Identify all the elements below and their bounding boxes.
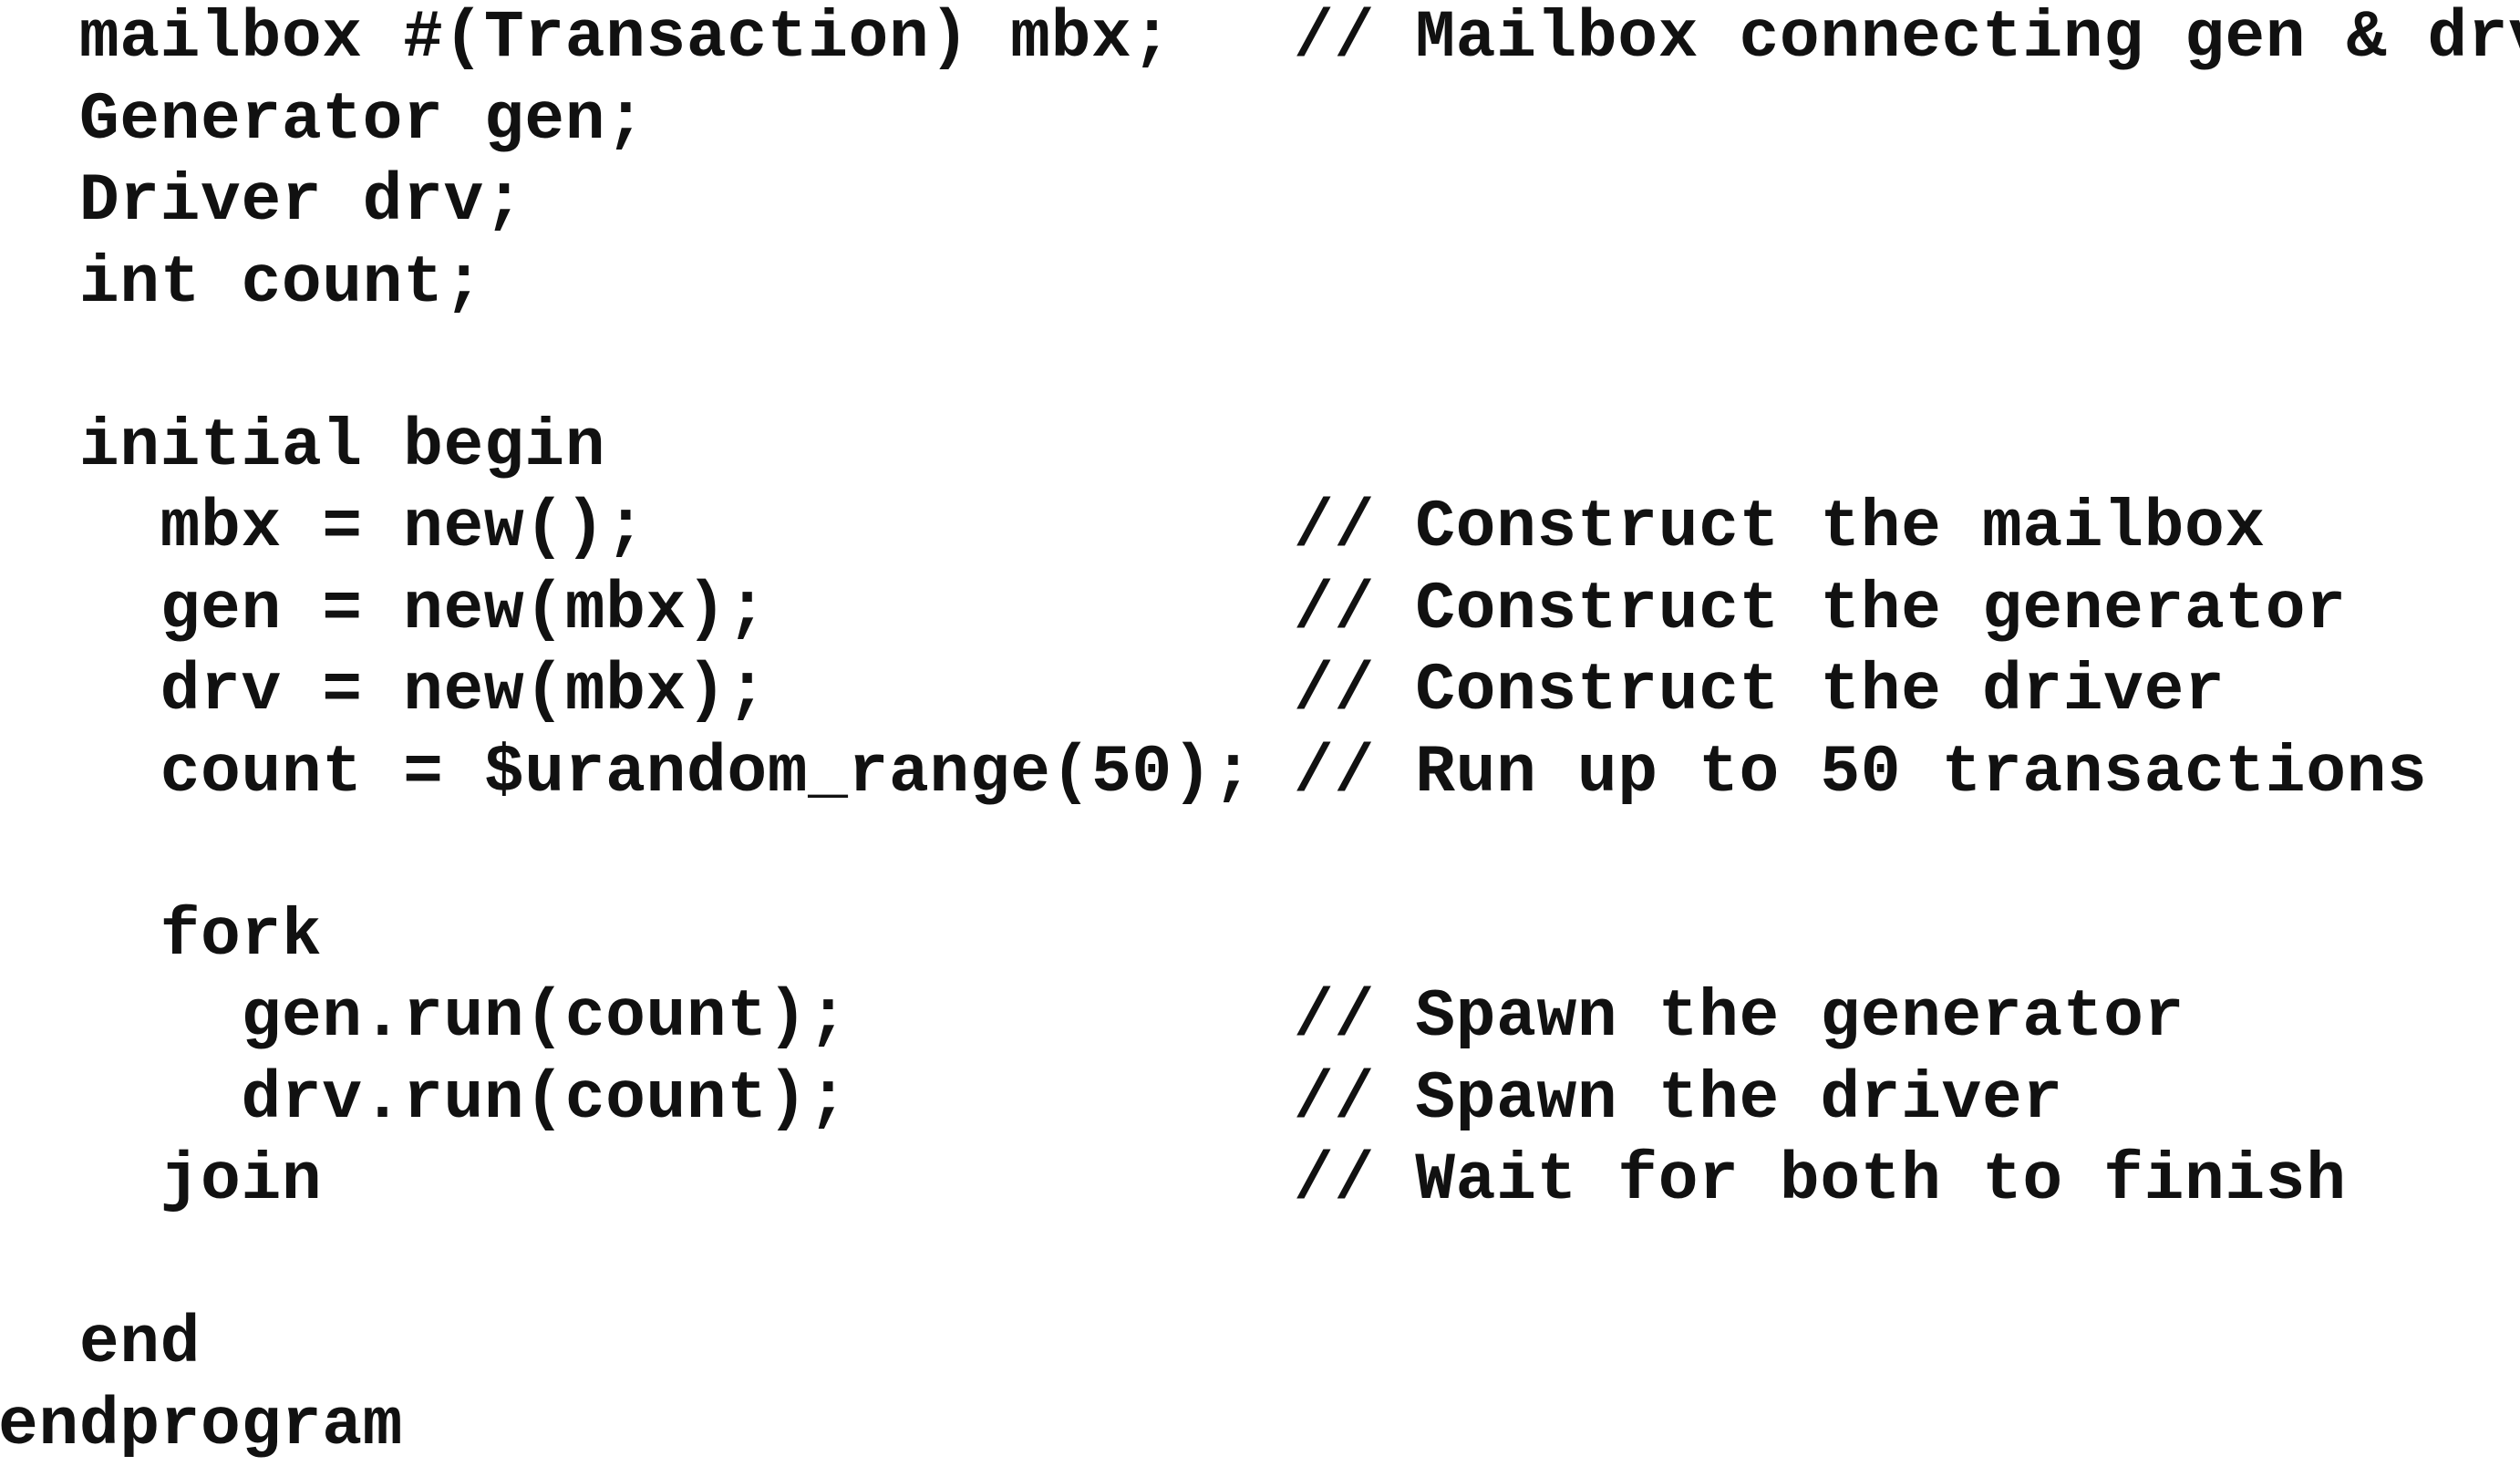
code-comment: // Mailbox connecting gen & drv	[1294, 0, 2520, 76]
code-comment: // Construct the driver	[1294, 653, 2225, 728]
code-line: initial begin	[0, 406, 2520, 488]
code-line: drv.run(count); // Spawn the driver	[0, 1058, 2520, 1141]
code-line: gen.run(count); // Spawn the generator	[0, 976, 2520, 1058]
code-line: Driver drv;	[0, 160, 2520, 243]
code-line: mbx = new(); // Construct the mailbox	[0, 487, 2520, 569]
code-text: gen.run(count);	[0, 979, 1294, 1055]
code-comment: // Run up to 50 transactions	[1294, 735, 2427, 810]
code-text: drv = new(mbx);	[0, 653, 1294, 728]
code-comment: // Spawn the driver	[1294, 1061, 2063, 1137]
code-text: mailbox #(Transaction) mbx;	[0, 0, 1294, 76]
code-text: join	[0, 1142, 1294, 1218]
code-line: Generator gen;	[0, 79, 2520, 161]
code-line: end	[0, 1303, 2520, 1385]
code-text: drv.run(count);	[0, 1061, 1294, 1137]
code-text: int count;	[0, 245, 484, 321]
code-line: endprogram	[0, 1385, 2520, 1466]
code-line: int count;	[0, 243, 2520, 325]
code-line: fork	[0, 895, 2520, 977]
blank-line	[0, 324, 2520, 406]
code-text: endprogram	[0, 1388, 403, 1463]
code-comment: // Spawn the generator	[1294, 979, 2184, 1055]
code-text: mbx = new();	[0, 490, 1294, 565]
code-line: mailbox #(Transaction) mbx; // Mailbox c…	[0, 0, 2520, 79]
code-line: gen = new(mbx); // Construct the generat…	[0, 569, 2520, 651]
code-line: count = $urandom_range(50); // Run up to…	[0, 732, 2520, 814]
code-comment: // Wait for both to finish	[1294, 1142, 2347, 1218]
code-text: Generator gen;	[0, 82, 646, 158]
code-line: drv = new(mbx); // Construct the driver	[0, 650, 2520, 732]
code-line: join // Wait for both to finish	[0, 1140, 2520, 1222]
code-text: Driver drv;	[0, 163, 524, 239]
code-text: count = $urandom_range(50);	[0, 735, 1294, 810]
blank-line	[0, 813, 2520, 895]
code-comment: // Construct the mailbox	[1294, 490, 2266, 565]
code-text: end	[0, 1306, 201, 1381]
blank-line	[0, 1222, 2520, 1304]
code-text: initial begin	[0, 408, 605, 484]
code-text: gen = new(mbx);	[0, 572, 1294, 647]
code-comment: // Construct the generator	[1294, 572, 2347, 647]
code-text: fork	[0, 898, 322, 974]
